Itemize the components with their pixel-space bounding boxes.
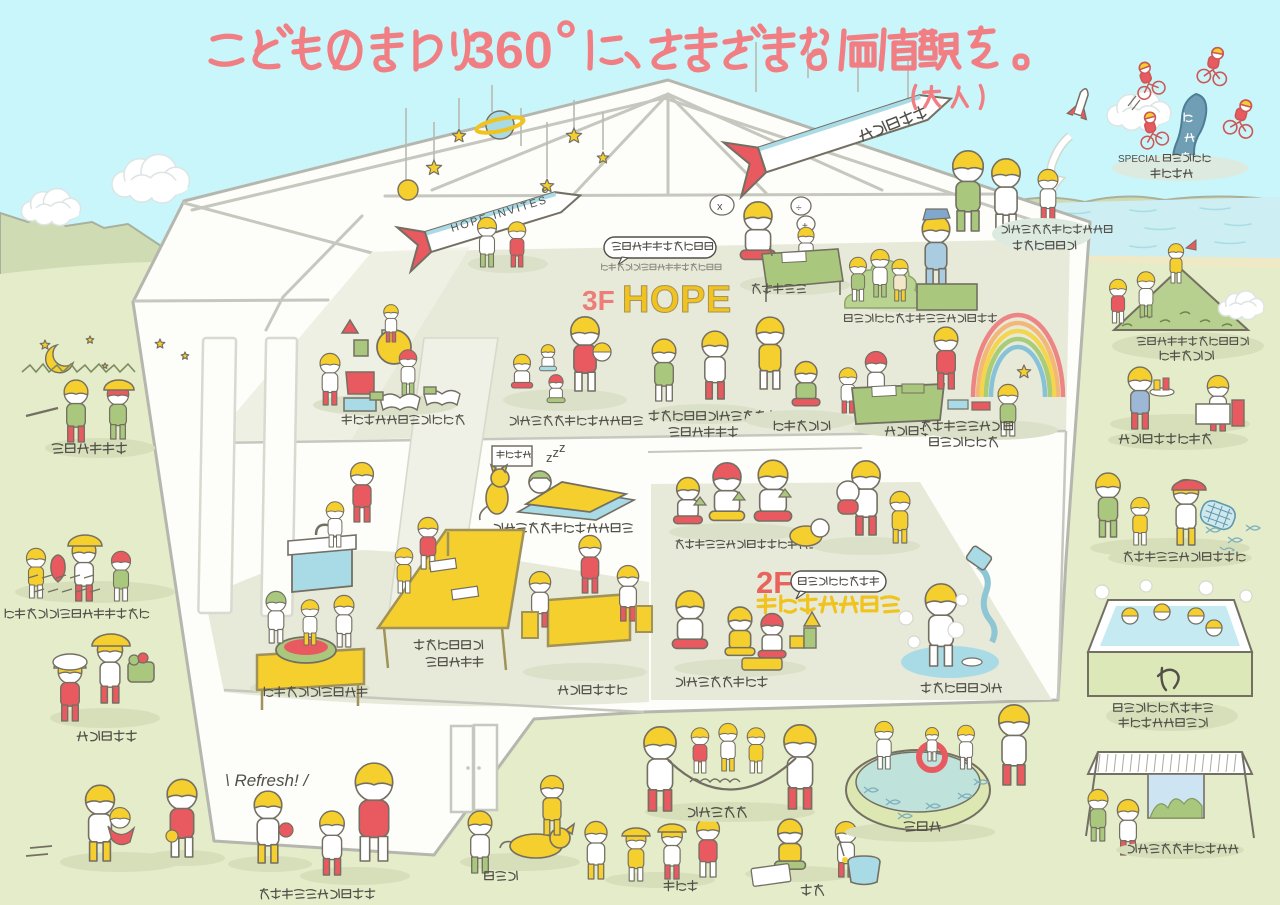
svg-text:+: + — [802, 221, 808, 232]
svg-text:x: x — [717, 201, 723, 213]
svg-text:SPECIAL: SPECIAL — [1118, 154, 1161, 165]
svg-text:360: 360 — [466, 22, 553, 80]
svg-text:3F: 3F — [582, 285, 615, 316]
svg-text:\ Refresh! /: \ Refresh! / — [225, 771, 310, 790]
svg-text:÷: ÷ — [796, 203, 802, 214]
svg-text:HOPE: HOPE — [622, 279, 732, 321]
svg-text:2F: 2F — [756, 565, 792, 600]
